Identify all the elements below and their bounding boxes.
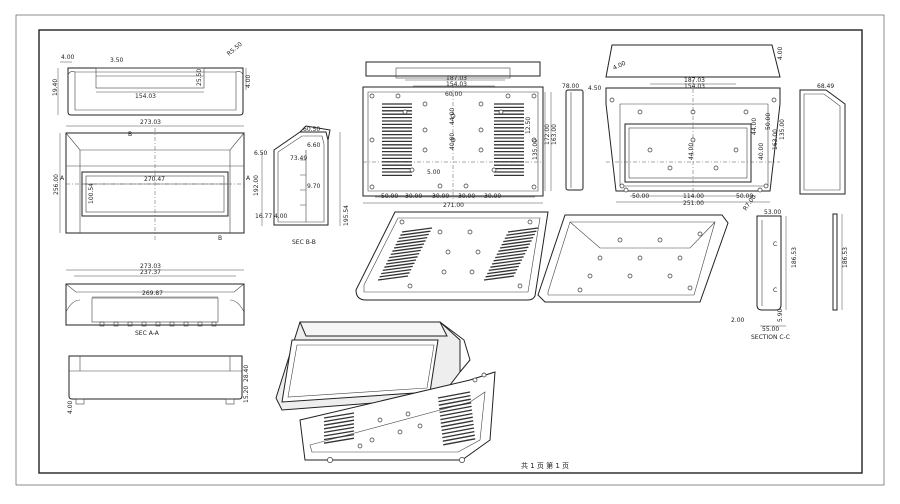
dim-label: 78.00 xyxy=(562,83,579,90)
dim-label: 30.00 xyxy=(405,193,422,200)
dim-label: 28.40 xyxy=(243,365,250,382)
dim-label: 4.00 xyxy=(612,60,627,72)
front-housing-view: 4.00 187.03 154.03 44.00 44.00 40.00 114… xyxy=(605,44,786,207)
section-mark: C xyxy=(773,241,777,248)
section-cc-view: 53.00 R7.00 C C 186.53 2.00 55.00 5.90 S… xyxy=(731,194,798,341)
dim-label: 135.00 xyxy=(532,139,539,160)
dim-label: 50.00 xyxy=(736,193,753,200)
dim-label: 16.77 xyxy=(255,213,272,220)
dim-label: 55.00 xyxy=(762,326,779,333)
dim-label: 273.03 xyxy=(140,263,161,270)
dim-label: 4.00 xyxy=(274,213,288,220)
dim-label: 154.03 xyxy=(684,83,705,90)
dim-label: 40.00 xyxy=(758,143,765,160)
back-panel-side-view: 78.00 4.50 xyxy=(562,83,602,191)
dim-label: 4.50 xyxy=(588,85,602,92)
dim-label: 154.03 xyxy=(446,81,467,88)
dim-label: 4.00 xyxy=(61,54,75,61)
dim-label: 60.50 xyxy=(303,126,320,133)
dim-label: R5.50 xyxy=(226,41,244,58)
dim-label: 6.60 xyxy=(307,142,321,149)
dim-label: 154.03 xyxy=(135,93,156,100)
dim-label: 50.00 xyxy=(765,113,772,130)
section-mark: B xyxy=(218,235,222,242)
dim-label: 273.03 xyxy=(140,119,161,126)
dim-label: 40.00 xyxy=(449,133,456,150)
dim-label: 30.00 xyxy=(458,193,475,200)
dim-label: 172.00 xyxy=(544,124,551,145)
dim-label: 12.50 xyxy=(525,117,532,134)
dim-label: 186.53 xyxy=(842,247,849,268)
dim-label: 44.00 xyxy=(449,108,456,125)
view-title: SEC A-A xyxy=(135,330,160,337)
dim-label: 256.00 xyxy=(53,174,60,195)
sec-bb-view: 60.50 6.50 73.49 6.60 9.70 16.77 4.00 19… xyxy=(253,125,350,246)
dim-label: 50.00 xyxy=(632,193,649,200)
front-housing-side-view: 68.49 4.00 xyxy=(777,46,846,195)
dim-label: 9.70 xyxy=(307,183,321,190)
dim-label: 271.00 xyxy=(443,202,464,209)
dim-label: 19.40 xyxy=(52,79,59,96)
page-footer: 共 1 页 第 1 页 xyxy=(521,461,569,470)
dim-label: 30.00 xyxy=(432,193,449,200)
dim-label: 6.50 xyxy=(254,150,268,157)
dim-label: 5.00 xyxy=(427,169,441,176)
dim-label: 2.00 xyxy=(731,317,745,324)
section-mark: A xyxy=(246,175,251,182)
dim-label: 4.00 xyxy=(67,400,74,414)
iso-back-panel xyxy=(355,211,549,301)
dim-label: 114.00 xyxy=(683,193,704,200)
view-title: SECTION C-C xyxy=(751,334,790,341)
dim-label: 25.50 xyxy=(196,69,203,86)
dim-label: 269.87 xyxy=(142,290,163,297)
dim-label: 192.00 xyxy=(253,175,260,196)
dim-label: 270.47 xyxy=(144,176,165,183)
back-panel-view: 187.03 154.03 60.00 44.00 40.00 5.00 30.… xyxy=(362,61,558,209)
dim-label: 30.00 xyxy=(484,193,501,200)
dim-label: 44.00 xyxy=(688,143,695,160)
dim-label: 163.00 xyxy=(772,129,779,150)
top-left-side-view: 4.00 19.40 3.50 154.03 25.50 R5.50 4.00 xyxy=(52,41,252,116)
dim-label: 237.37 xyxy=(140,269,161,276)
dim-label: 53.00 xyxy=(764,209,781,216)
view-title: SEC B-B xyxy=(292,239,316,246)
dim-label: 100.54 xyxy=(88,183,95,204)
dim-label: 4.00 xyxy=(245,74,252,88)
dim-label: 187.03 xyxy=(684,77,705,84)
sec-aa-view: 273.03 237.37 269.87 SEC A-A xyxy=(65,263,245,337)
dim-label: 5.90 xyxy=(777,308,784,322)
front-main-view: 273.03 B B 270.47 A A 256.00 100.54 xyxy=(53,119,251,242)
dim-label: 135.00 xyxy=(779,119,786,140)
dim-label: 44.00 xyxy=(751,118,758,135)
dim-label: 3.50 xyxy=(110,57,124,64)
dim-label: 68.49 xyxy=(817,83,834,90)
dim-label: 15.20 xyxy=(243,386,250,403)
dim-label: 60.00 xyxy=(445,91,462,98)
iso-front-housing xyxy=(537,214,729,303)
iso-assembly xyxy=(275,321,496,463)
bottom-left-side-view: 28.40 15.20 4.00 xyxy=(67,355,250,414)
dim-label: 186.53 xyxy=(791,247,798,268)
dim-label: 4.00 xyxy=(777,46,784,60)
dim-label: 163.00 xyxy=(551,124,558,145)
dim-label: 73.49 xyxy=(290,155,307,162)
dim-label: 50.00 xyxy=(381,193,398,200)
section-mark: A xyxy=(60,175,65,182)
thin-part-view: 186.53 xyxy=(832,213,849,311)
section-mark: C xyxy=(773,287,777,294)
dim-label: 195.54 xyxy=(343,205,350,226)
section-mark: B xyxy=(128,131,132,138)
dim-label: 251.00 xyxy=(683,200,704,207)
dim-label: 187.03 xyxy=(446,75,467,82)
drawing-border xyxy=(38,29,863,474)
outer-frame xyxy=(15,14,885,486)
